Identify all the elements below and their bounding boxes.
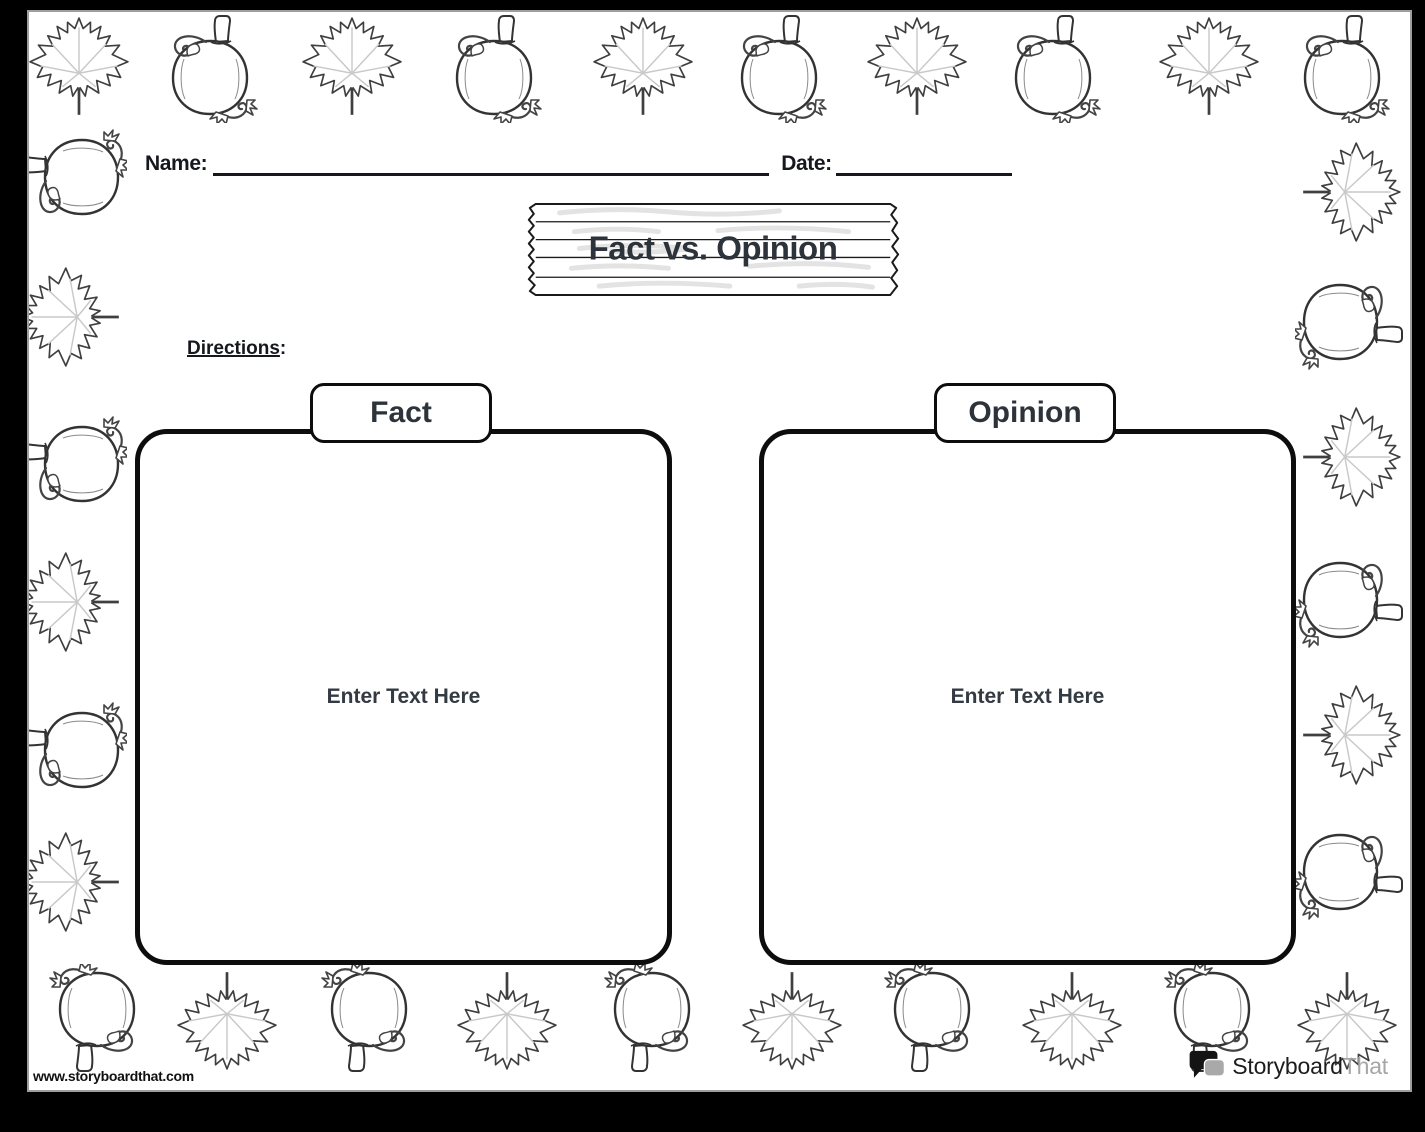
brand-name-gray: That (1342, 1053, 1388, 1079)
maple-leaf-icon (300, 15, 404, 119)
worksheet-page: Name: Date: Fact vs. Opinion (27, 10, 1412, 1092)
opinion-box: Enter Text Here (759, 429, 1296, 965)
pumpkin-icon (438, 11, 550, 123)
fact-text-placeholder[interactable]: Enter Text Here (326, 685, 481, 708)
directions-label: Directions: (187, 338, 287, 359)
pumpkin-icon (1286, 11, 1398, 123)
speech-bubbles-icon (1189, 1050, 1226, 1078)
maple-leaf-icon (27, 830, 123, 934)
brand-name-black: Storyboard (1232, 1053, 1343, 1079)
maple-leaf-icon (1299, 405, 1403, 509)
pumpkin-icon (876, 964, 988, 1076)
pumpkin-icon (1295, 544, 1407, 656)
worksheet-title: Fact vs. Opinion (588, 228, 838, 266)
header-row: Name: Date: (145, 148, 1025, 176)
pumpkin-icon (154, 11, 266, 123)
fact-tab: Fact (310, 383, 492, 443)
maple-leaf-icon (27, 15, 131, 119)
date-input-line[interactable] (835, 152, 1012, 176)
maple-leaf-icon (865, 15, 969, 119)
pumpkin-icon (41, 964, 153, 1076)
maple-leaf-icon (1020, 968, 1124, 1072)
fact-tab-label: Fact (370, 396, 432, 429)
maple-leaf-icon (175, 968, 279, 1072)
storyboardthat-logo: StoryboardThat (1187, 1049, 1388, 1084)
name-label: Name: (145, 152, 208, 175)
pumpkin-icon (997, 11, 1109, 123)
opinion-tab-label: Opinion (968, 396, 1082, 429)
maple-leaf-icon (27, 265, 123, 369)
opinion-text-placeholder[interactable]: Enter Text Here (950, 685, 1105, 708)
name-input-line[interactable] (213, 152, 770, 176)
maple-leaf-icon (1299, 140, 1403, 244)
pumpkin-icon (1295, 816, 1407, 928)
maple-leaf-icon (591, 15, 695, 119)
opinion-tab: Opinion (934, 383, 1116, 443)
pumpkin-icon (27, 121, 127, 233)
pumpkin-icon (313, 964, 425, 1076)
maple-leaf-icon (1157, 15, 1261, 119)
date-label: Date: (781, 152, 832, 175)
wood-sign-art (527, 202, 900, 297)
title-sign: Fact vs. Opinion (519, 199, 907, 300)
maple-leaf-icon (27, 550, 123, 654)
pumpkin-icon (723, 11, 835, 123)
pumpkin-icon (1295, 266, 1407, 378)
maple-leaf-icon (455, 968, 559, 1072)
pumpkin-icon (596, 964, 708, 1076)
maple-leaf-icon (740, 968, 844, 1072)
pumpkin-icon (27, 408, 127, 520)
pumpkin-icon (27, 694, 127, 806)
website-url: www.storyboardthat.com (33, 1068, 194, 1084)
maple-leaf-icon (1299, 683, 1403, 787)
fact-box: Enter Text Here (135, 429, 672, 965)
